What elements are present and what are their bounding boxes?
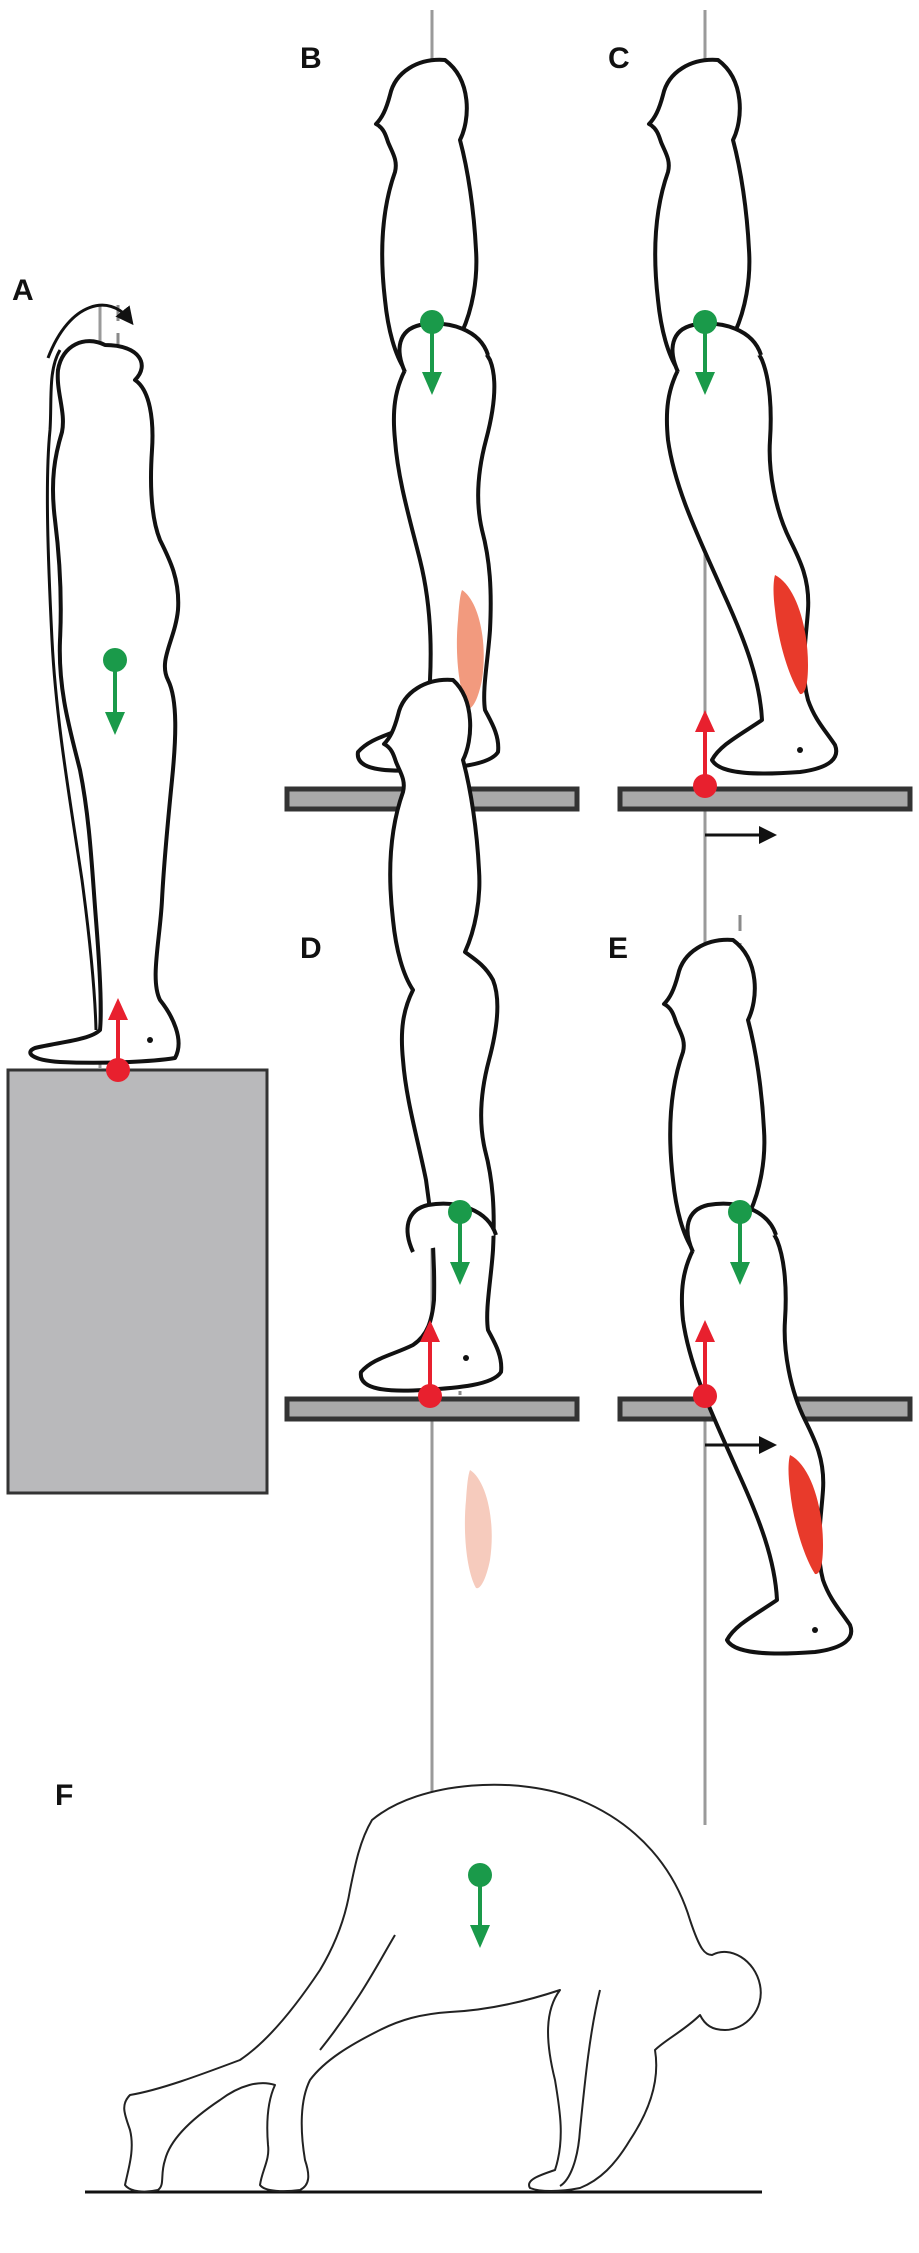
foot-dot xyxy=(147,1037,153,1043)
force-platform xyxy=(617,786,913,812)
body-outline xyxy=(647,57,839,776)
cop-arrowhead xyxy=(108,998,128,1020)
body-outline xyxy=(28,339,181,1065)
center-of-mass xyxy=(693,310,717,334)
panel-label-d: D xyxy=(300,932,322,965)
calf-muscle xyxy=(464,1470,492,1589)
cop-arrowhead xyxy=(695,1320,715,1342)
front-arm-line xyxy=(559,1989,601,2187)
cop-arrowhead xyxy=(420,1320,440,1342)
com-arrowhead xyxy=(695,372,715,395)
foot-dot xyxy=(797,747,803,753)
rotation-arrow xyxy=(46,303,134,359)
com-arrowhead xyxy=(730,1262,750,1285)
foot-dot xyxy=(463,1355,469,1361)
arm-outline xyxy=(685,1201,778,1253)
cop-arrowhead xyxy=(695,710,715,732)
arm-outline xyxy=(397,321,490,373)
back-double-outline xyxy=(45,349,98,1031)
calf-muscle xyxy=(456,590,484,709)
center-of-pressure xyxy=(106,1058,130,1082)
panel-d xyxy=(284,677,580,1589)
panel-c xyxy=(617,10,913,1825)
center-of-mass xyxy=(728,1200,752,1224)
panel-a xyxy=(6,303,269,1495)
center-of-pressure xyxy=(693,1384,717,1408)
foot-dot xyxy=(812,1627,818,1633)
calf-muscle xyxy=(788,1455,823,1575)
panel-f xyxy=(85,1783,762,2194)
com-arrowhead xyxy=(470,1925,490,1948)
panel-label-e: E xyxy=(608,932,628,965)
support-box xyxy=(6,1068,269,1495)
calf-muscle xyxy=(773,575,808,695)
crouching-body-outline xyxy=(123,1783,762,2193)
center-of-mass xyxy=(103,648,127,672)
center-of-mass xyxy=(420,310,444,334)
center-of-pressure xyxy=(418,1384,442,1408)
body-outline xyxy=(662,937,854,1656)
com-arrowhead xyxy=(450,1262,470,1285)
panel-label-f: F xyxy=(55,1779,73,1812)
rear-leg-line xyxy=(319,1934,396,2051)
com-arrowhead xyxy=(422,372,442,395)
panel-label-a: A xyxy=(12,274,34,307)
arm-outline xyxy=(405,1201,498,1253)
center-of-mass xyxy=(448,1200,472,1224)
center-of-pressure xyxy=(693,774,717,798)
arm-outline xyxy=(670,321,763,373)
panel-label-c: C xyxy=(608,42,630,75)
center-of-mass xyxy=(468,1863,492,1887)
panel-label-b: B xyxy=(300,42,322,75)
panel-e xyxy=(617,915,913,1656)
com-arrowhead xyxy=(105,712,125,735)
